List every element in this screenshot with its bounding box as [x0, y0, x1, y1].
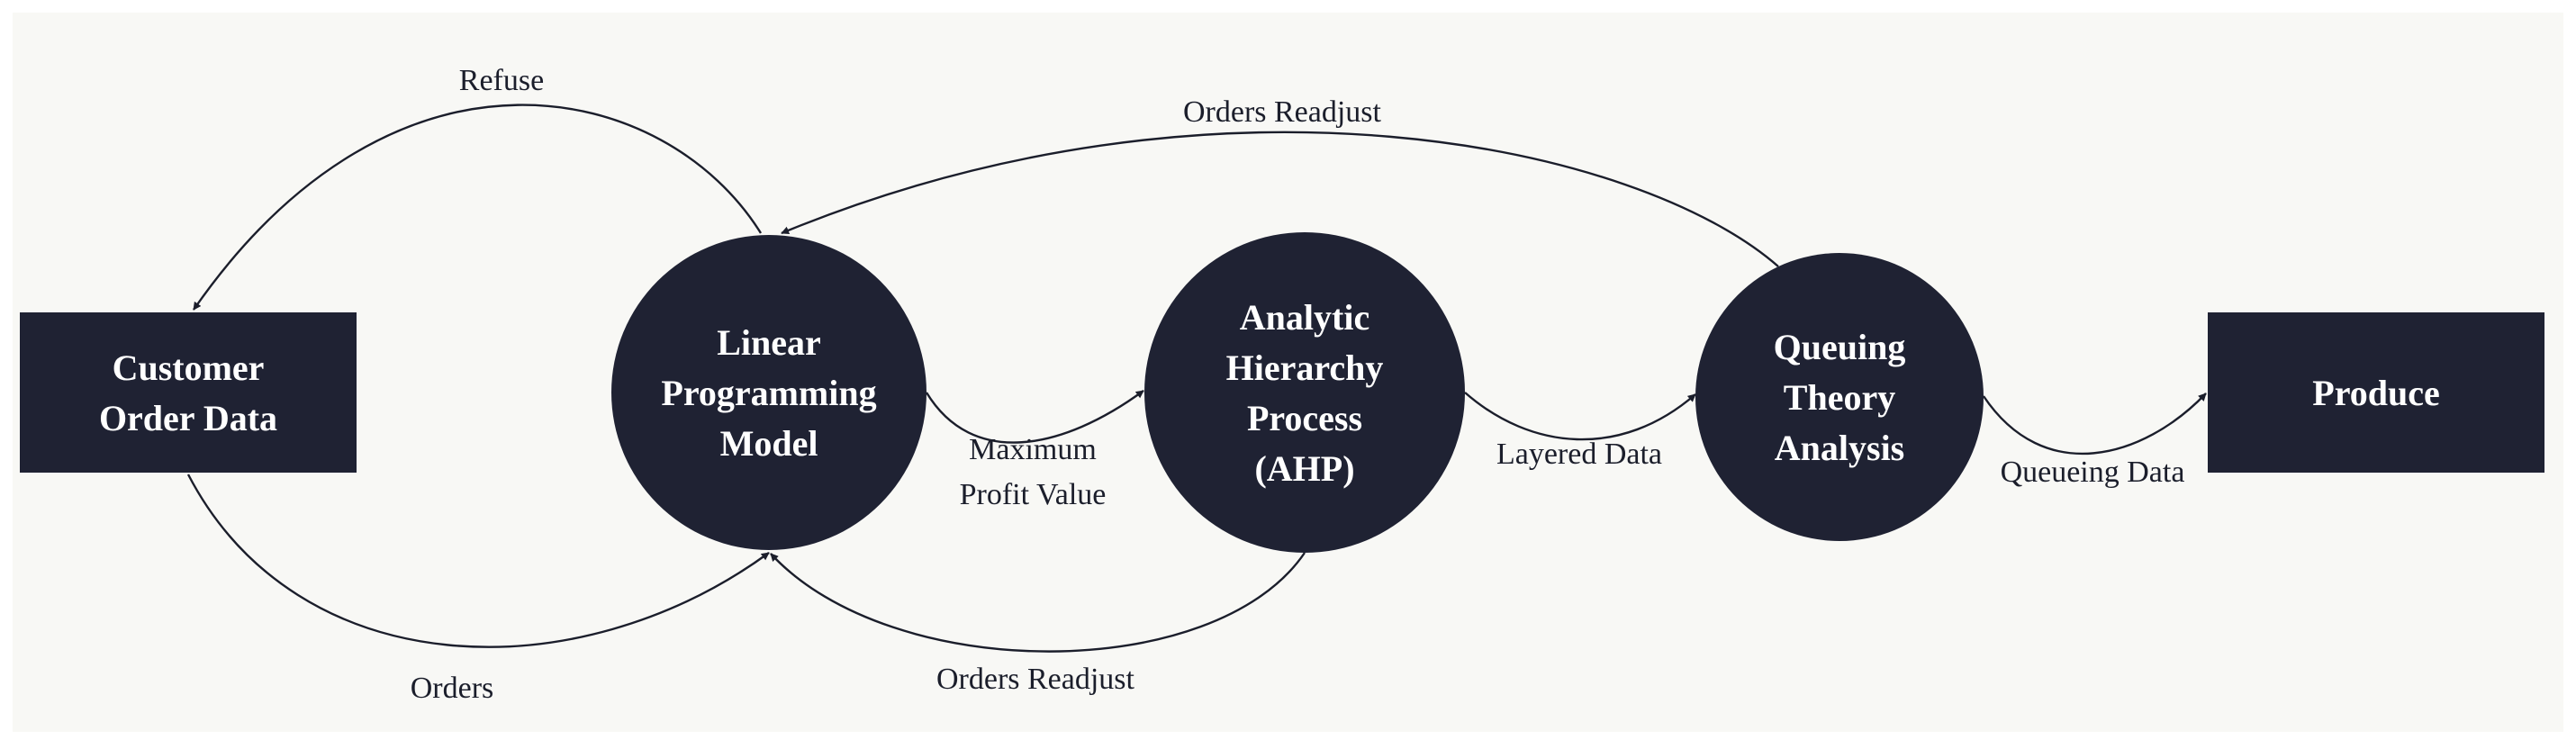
- edge-layered-data-arrow: [1464, 392, 1696, 441]
- edge-label-line: Orders Readjust: [936, 663, 1135, 696]
- edge-label-line: Refuse: [459, 64, 544, 97]
- node-label-line: Theory: [1784, 377, 1895, 418]
- edge-label-line: Maximum: [969, 433, 1097, 466]
- node-label-line: Hierarchy: [1226, 347, 1384, 388]
- edge-label-line: Queueing Data: [2001, 456, 2185, 489]
- node-linear-programming-model-circle: [611, 235, 926, 550]
- edge-label-line: Layered Data: [1496, 438, 1662, 471]
- node-label-line: Order Data: [99, 398, 277, 438]
- node-label-line: (AHP): [1254, 448, 1354, 489]
- node-produce-box: [2208, 312, 2544, 473]
- node-produce-label: Produce: [2312, 373, 2439, 413]
- node-label-line: Produce: [2312, 373, 2439, 413]
- edge-maximum-profit-value-arrow: [925, 390, 1144, 444]
- node-label-line: Model: [720, 423, 818, 464]
- node-analytic-hierarchy-process-circle: [1144, 232, 1465, 553]
- edge-orders-readjust-queuing-arrow: [781, 131, 1779, 267]
- edge-orders-readjust-ahp-arrow: [770, 552, 1306, 653]
- edge-orders-arrow: [186, 474, 770, 648]
- node-label-line: Programming: [661, 373, 876, 413]
- edge-label-layered-data: Layered Data: [1496, 438, 1662, 471]
- node-label-line: Process: [1247, 398, 1362, 438]
- node-label-line: Analysis: [1775, 428, 1905, 468]
- node-label-line: Analytic: [1240, 297, 1369, 338]
- edge-label-orders-readjust-queuing: Orders Readjust: [1183, 95, 1382, 129]
- edge-label-orders: Orders: [411, 672, 494, 705]
- edges-layer: [186, 104, 2207, 653]
- edge-label-orders-readjust-ahp: Orders Readjust: [936, 663, 1135, 696]
- node-produce: Produce: [2208, 312, 2544, 473]
- edge-label-line: Orders Readjust: [1183, 95, 1382, 129]
- edge-label-queueing-data: Queueing Data: [2001, 456, 2185, 489]
- node-label-line: Linear: [717, 322, 821, 363]
- edge-label-line: Orders: [411, 672, 494, 705]
- edge-refuse-arrow: [193, 104, 763, 311]
- edge-queueing-data-arrow: [1983, 393, 2207, 456]
- edge-label-refuse: Refuse: [459, 64, 544, 97]
- node-queuing-theory-analysis-circle: [1695, 253, 1984, 541]
- edge-label-line: Profit Value: [960, 478, 1107, 511]
- node-customer-order-data-box: [20, 312, 357, 473]
- node-label-line: Queuing: [1774, 327, 1906, 367]
- node-label-line: Customer: [113, 347, 265, 388]
